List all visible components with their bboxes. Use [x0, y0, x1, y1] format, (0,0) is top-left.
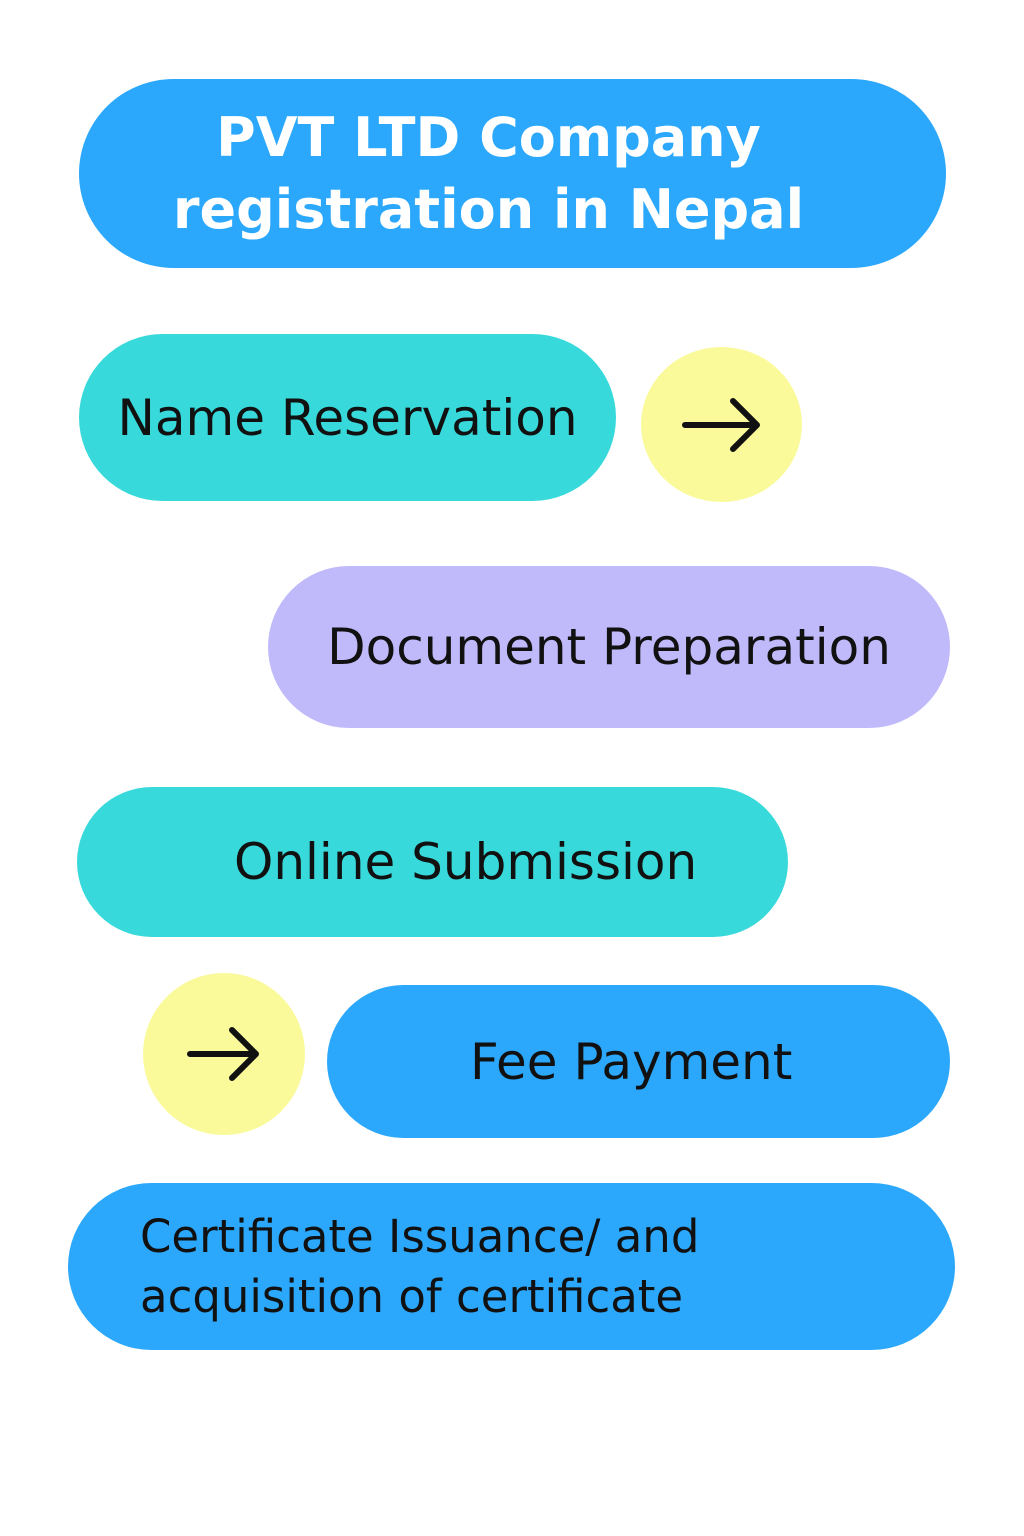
title-line-1: PVT LTD Company [216, 105, 761, 169]
step-document-preparation: Document Preparation [268, 566, 950, 728]
step-label-block: Certificate Issuance/ and acquisition of… [140, 1207, 699, 1327]
step-label: Fee Payment [470, 1032, 793, 1091]
diagram-title-text: PVT LTD Company registration in Nepal [173, 102, 816, 246]
arrow-right-icon [187, 1027, 259, 1081]
step-label-line-1: Certificate Issuance/ and [140, 1209, 700, 1263]
step-online-submission: Online Submission [77, 787, 788, 937]
connector-arrow-2 [143, 973, 305, 1135]
step-label: Online Submission [234, 833, 698, 891]
step-label: Document Preparation [327, 618, 891, 676]
title-line-2: registration in Nepal [172, 177, 805, 241]
step-label-line-2: acquisition of certificate [140, 1269, 684, 1323]
arrow-right-icon [681, 397, 760, 452]
diagram-title: PVT LTD Company registration in Nepal [79, 79, 946, 268]
connector-arrow-1 [641, 347, 802, 502]
step-name-reservation: Name Reservation [79, 334, 616, 501]
step-fee-payment: Fee Payment [327, 985, 950, 1138]
step-certificate-issuance: Certificate Issuance/ and acquisition of… [68, 1183, 955, 1350]
step-label: Name Reservation [117, 388, 578, 447]
